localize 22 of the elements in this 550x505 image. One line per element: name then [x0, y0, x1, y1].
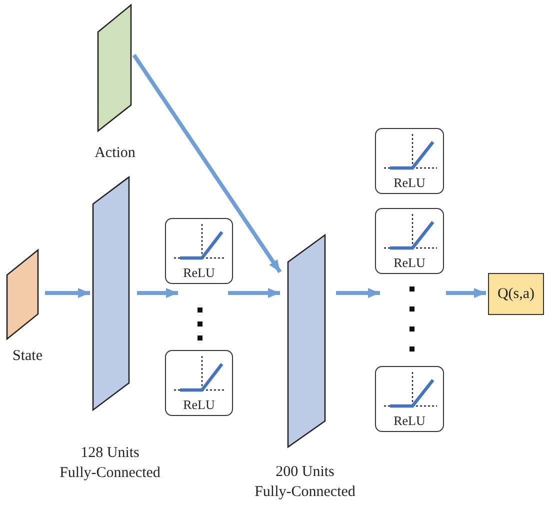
activation-label: ReLU — [182, 265, 216, 280]
layer-label: 128 Units Fully-Connected — [58, 444, 162, 483]
activation-box — [375, 366, 444, 432]
arrow — [137, 288, 178, 298]
activation-box — [165, 218, 233, 284]
layer-label: Action — [94, 144, 136, 163]
arrow — [228, 288, 280, 298]
output-box — [488, 273, 544, 315]
activation-label: ReLU — [392, 413, 426, 428]
activation-box — [375, 208, 444, 274]
activation-label: ReLU — [392, 255, 426, 270]
arrow — [336, 288, 380, 298]
activation-box — [375, 128, 444, 194]
layer-label: State — [12, 347, 44, 366]
arrow — [446, 288, 486, 298]
output-label: Q(s,a) — [497, 286, 535, 302]
activation-label: ReLU — [182, 397, 216, 412]
layer-label: 200 Units Fully-Connected — [254, 463, 356, 502]
arrow — [132, 54, 282, 274]
arrow — [45, 288, 90, 298]
activation-label: ReLU — [392, 175, 426, 190]
activation-box — [165, 350, 233, 416]
